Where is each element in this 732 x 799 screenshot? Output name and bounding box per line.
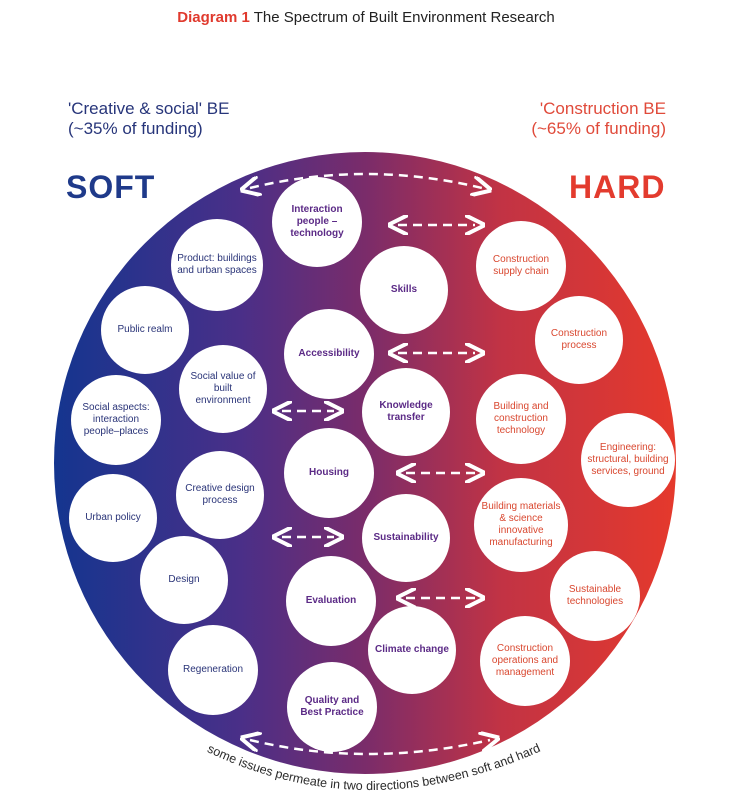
bubble-product-label: Product: buildings and urban spaces <box>177 253 257 276</box>
bubble-creative-design-label: Creative design process <box>185 483 255 506</box>
bubble-accessibility-label: Accessibility <box>298 348 360 359</box>
hard-funding-caption: 'Construction BE (~65% of funding) <box>531 99 666 139</box>
bubble-climate-change-label: Climate change <box>375 644 449 655</box>
bubble-urban-policy-label: Urban policy <box>85 512 141 523</box>
soft-caption-line1: 'Creative & social' BE <box>68 99 230 118</box>
bubble-construction-process-label: Construction process <box>550 328 608 351</box>
bubble-quality: Quality and Best Practice <box>287 662 377 752</box>
hard-label: HARD <box>569 169 666 205</box>
bubble-construction-operations-label: Construction operations and management <box>491 643 559 678</box>
bubble-construction-process: Construction process <box>535 296 623 384</box>
diagram-number: Diagram 1 <box>177 9 250 26</box>
bottom-bidirectional-arrow <box>250 740 490 756</box>
bubble-climate-change: Climate change <box>368 606 456 694</box>
bubble-sustainable-technologies: Sustainable technologies <box>550 551 640 641</box>
soft-caption-line2: (~35% of funding) <box>68 119 203 138</box>
bubble-building-materials: Building materials & science innovative … <box>474 478 568 572</box>
bubble-social-aspects: Social aspects: interaction people–place… <box>71 375 161 465</box>
bubble-product: Product: buildings and urban spaces <box>171 219 263 311</box>
bubble-social-value: Social value of built environment <box>179 345 267 433</box>
bubble-public-realm-label: Public realm <box>117 324 173 335</box>
bubble-urban-policy: Urban policy <box>69 474 157 562</box>
bubble-interaction-label: Interaction people – technology <box>290 204 344 239</box>
bubble-supply-chain: Construction supply chain <box>476 221 566 311</box>
bubble-sustainable-technologies-label: Sustainable technologies <box>566 584 624 607</box>
bubble-accessibility: Accessibility <box>284 309 374 399</box>
bubble-skills-label: Skills <box>390 284 418 295</box>
bubble-social-aspects-label: Social aspects: interaction people–place… <box>82 402 150 437</box>
bubble-building-technology-label: Building and construction technology <box>493 401 549 436</box>
bubble-building-materials-label: Building materials & science innovative … <box>481 501 561 548</box>
bubble-housing: Housing <box>284 428 374 518</box>
bubble-housing-label: Housing <box>309 467 349 478</box>
bubble-social-value-label: Social value of built environment <box>190 371 256 406</box>
bubble-interaction: Interaction people – technology <box>272 177 362 267</box>
bubble-public-realm: Public realm <box>101 286 189 374</box>
bubble-design-label: Design <box>168 574 200 585</box>
bubble-building-technology: Building and construction technology <box>476 374 566 464</box>
bubble-knowledge-transfer-label: Knowledge transfer <box>379 400 433 423</box>
bubble-knowledge-transfer: Knowledge transfer <box>362 368 450 456</box>
bubble-engineering-label: Engineering: structural, building servic… <box>587 442 669 477</box>
bubble-evaluation-label: Evaluation <box>305 595 357 606</box>
bubble-creative-design: Creative design process <box>176 451 264 539</box>
soft-funding-caption: 'Creative & social' BE (~35% of funding) <box>68 99 229 139</box>
bubble-supply-chain-label: Construction supply chain <box>492 254 550 277</box>
bubble-quality-label: Quality and Best Practice <box>300 695 364 718</box>
bubble-regeneration-label: Regeneration <box>182 664 244 675</box>
bubble-skills: Skills <box>360 246 448 334</box>
bubble-construction-operations: Construction operations and management <box>480 616 570 706</box>
hard-caption-line2: (~65% of funding) <box>531 119 666 138</box>
bubble-evaluation: Evaluation <box>286 556 376 646</box>
bubble-sustainability-label: Sustainability <box>373 532 439 543</box>
soft-label: SOFT <box>66 169 156 205</box>
bubble-engineering: Engineering: structural, building servic… <box>581 413 675 507</box>
bubble-regeneration: Regeneration <box>168 625 258 715</box>
bubble-design: Design <box>140 536 228 624</box>
bubble-sustainability: Sustainability <box>362 494 450 582</box>
diagram-title: Diagram 1 The Spectrum of Built Environm… <box>0 9 732 26</box>
diagram-title-text: The Spectrum of Built Environment Resear… <box>253 9 555 26</box>
hard-caption-line1: 'Construction BE <box>539 99 666 118</box>
